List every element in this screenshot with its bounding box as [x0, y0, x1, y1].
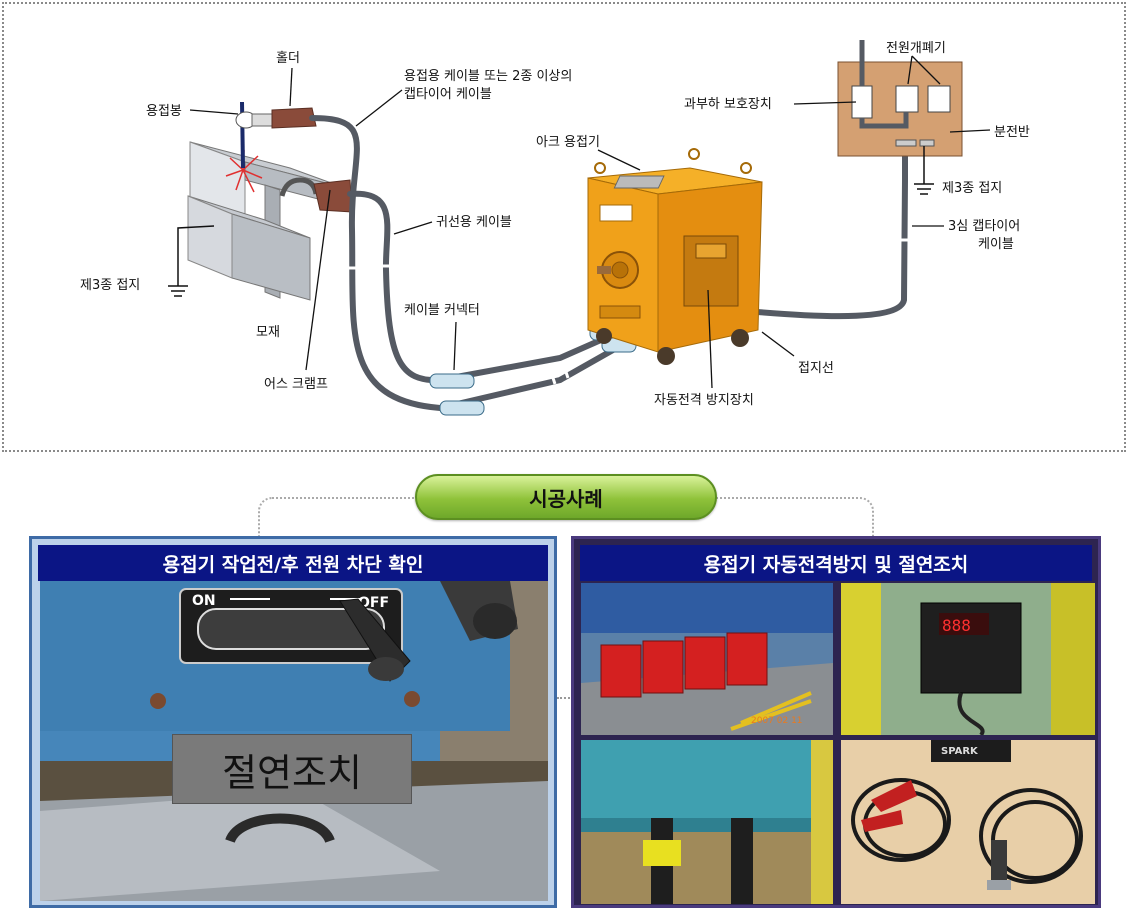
diagram-frame: [2, 2, 1126, 452]
photo-insulated-terminals: [581, 740, 833, 904]
base-metal: [187, 141, 346, 301]
label-earth-clamp: 어스 크램프: [264, 377, 328, 392]
left-panel: 용접기 작업전/후 전원 차단 확인 ON OFF: [29, 536, 557, 908]
arc-welder: [587, 148, 763, 365]
label-holder: 홀더: [276, 51, 300, 66]
switch-on-label: ON: [192, 593, 216, 609]
leader-lines: [189, 55, 991, 389]
welding-setup-diagram: 홀더 용접봉 용접용 케이블 또는 2종 이상의 캡타이어 케이블 귀선용 케이…: [80, 40, 1030, 416]
earth-clamp: [279, 177, 353, 213]
label-return-cable: 귀선용 케이블: [436, 215, 512, 230]
photo-welders-row: 2007 02 11: [581, 583, 833, 735]
right-panel: 용접기 자동전격방지 및 절연조치 2007 02 11 888: [571, 536, 1101, 908]
label-base-metal: 모재: [256, 325, 280, 340]
photo-shock-device: 888: [841, 583, 1095, 735]
label-overload: 과부하 보호장치: [684, 97, 772, 112]
panel-connector: [557, 697, 573, 699]
brand-label: SPARK: [941, 746, 979, 757]
label-welding-cable: 용접용 케이블 또는 2종 이상의: [404, 69, 572, 84]
label-ground-right: 제3종 접지: [942, 181, 1002, 196]
label-arc-welder: 아크 용접기: [536, 135, 600, 150]
cables: [309, 115, 908, 412]
label-welding-cable-2: 캡타이어 케이블: [404, 87, 492, 102]
section-title: 시공사례: [415, 474, 717, 520]
left-panel-title: 용접기 작업전/후 전원 차단 확인: [38, 545, 548, 581]
digital-display: 888: [942, 616, 971, 635]
holder: [235, 107, 317, 129]
label-panel: 분전반: [994, 125, 1030, 140]
photo-date-stamp: 2007 02 11: [751, 716, 803, 726]
label-cabtyre-2: 케이블: [978, 237, 1014, 252]
insulation-overlay-label: 절연조치: [172, 734, 412, 804]
label-power-switch: 전원개폐기: [886, 41, 946, 56]
label-rod: 용접봉: [146, 104, 182, 119]
distribution-panel: [837, 40, 963, 157]
label-cable-connector: 케이블 커넥터: [404, 303, 480, 318]
cable-breaks: [342, 238, 912, 385]
photo-welder-switch: ON OFF: [40, 581, 548, 901]
photo-holder-clamp: SPARK: [841, 740, 1095, 904]
label-ground-wire: 접지선: [798, 361, 834, 376]
ground-symbols: [168, 146, 934, 297]
switch-off-label: OFF: [358, 595, 389, 611]
right-panel-title: 용접기 자동전격방지 및 절연조치: [580, 545, 1092, 581]
label-cabtyre: 3심 캡타이어: [948, 219, 1020, 234]
label-auto-shock: 자동전격 방지장치: [654, 393, 754, 408]
label-ground-left: 제3종 접지: [80, 278, 140, 293]
